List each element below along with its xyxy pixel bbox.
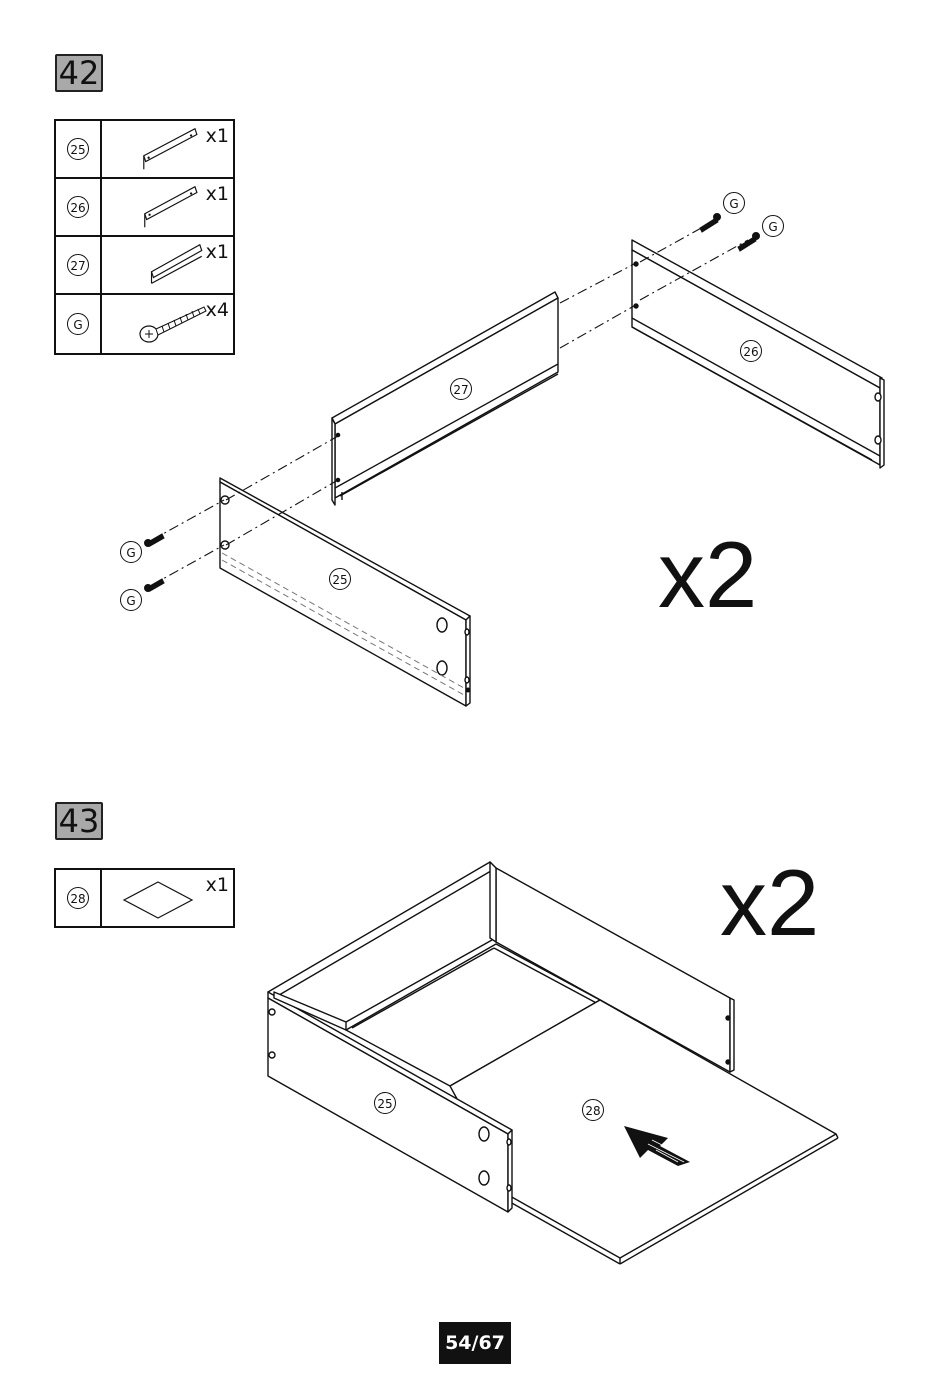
step-42-multiplier: x2: [658, 528, 757, 622]
label-panel-25: 25: [374, 1092, 396, 1114]
step-43-parts-list: 28 x1: [54, 868, 235, 928]
part-row-28: 28 x1: [56, 870, 233, 926]
board-icon: [116, 870, 216, 926]
arrow-icon: [624, 1126, 690, 1166]
label-screw-G: G: [120, 541, 142, 563]
step-43-number: 43: [55, 802, 103, 840]
label-screw-G: G: [723, 192, 745, 214]
step-43-multiplier: x2: [720, 856, 819, 950]
label-panel-27: 27: [450, 378, 472, 400]
part-qty: x1: [206, 874, 229, 896]
label-panel-25: 25: [329, 568, 351, 590]
part-id: 28: [67, 887, 89, 909]
step-42-diagram: [0, 0, 950, 740]
label-board-28: 28: [582, 1099, 604, 1121]
label-panel-26: 26: [740, 340, 762, 362]
label-screw-G: G: [762, 215, 784, 237]
page-number: 54/67: [439, 1322, 511, 1364]
board-28: [450, 1000, 836, 1258]
label-screw-G: G: [120, 589, 142, 611]
